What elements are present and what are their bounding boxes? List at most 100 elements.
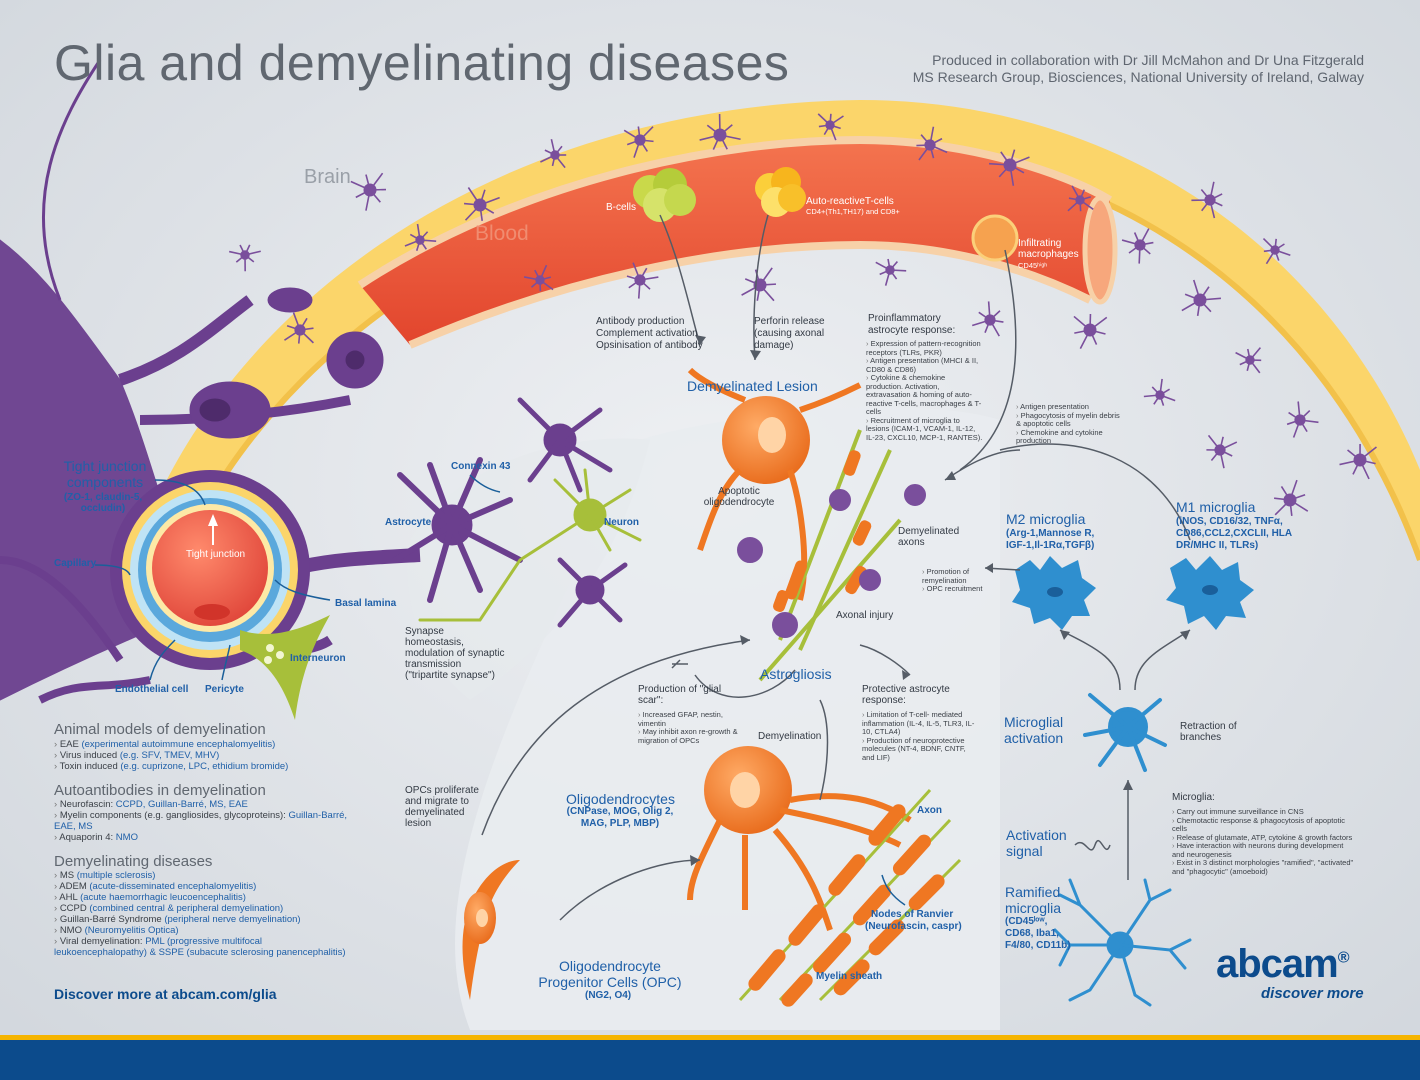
oligodendrocyte-illustration: [687, 746, 912, 931]
lesion-microglia: [737, 484, 926, 638]
interneuron-illustration: [240, 615, 330, 720]
astrocyte-process: [1352, 459, 1361, 475]
astrocyte-process: [1299, 409, 1311, 421]
astrocyte-illustration: [392, 397, 628, 628]
list-item: Have interaction with neurons during dev…: [1172, 841, 1357, 859]
astrocyte-process: [929, 137, 943, 146]
astrocyte-process: [1289, 499, 1309, 512]
list-item: Expression of pattern-recognition recept…: [866, 339, 984, 357]
astrocyte-process: [416, 223, 421, 241]
astrocyte-process: [1209, 193, 1223, 201]
diseases-title: Demyelinating diseases: [54, 853, 213, 870]
astrocyte-process: [1133, 232, 1141, 246]
page-title: Glia and demyelinating diseases: [54, 35, 790, 91]
astrocyte-process: [1089, 316, 1108, 331]
list-item: Carry out immune surveillance in CNS: [1172, 807, 1357, 817]
astrocyte-process: [292, 312, 301, 331]
t-cells-illustration: [755, 167, 806, 217]
astrocyte-process: [1219, 441, 1238, 451]
astrocyte-process: [1249, 347, 1262, 361]
demyelination-label: Demyelination: [758, 731, 822, 742]
astrocyte-process: [1139, 244, 1151, 255]
astrocyte-process: [1265, 249, 1276, 265]
item-name: EAE: [59, 739, 79, 750]
astrocyte-process: [540, 154, 556, 163]
astrocyte-process: [1299, 419, 1308, 433]
astrocyte-process: [1239, 359, 1251, 366]
astrocyte-process: [989, 319, 1000, 337]
brain-label: Brain: [304, 166, 351, 188]
astrocyte-process: [1159, 394, 1165, 406]
list-item: MS (multiple sclerosis): [54, 870, 354, 881]
item-detail: (peripheral nerve demyelination): [164, 914, 301, 925]
ramified-title: Ramified microglia: [1005, 884, 1062, 916]
astrocyte-process: [1074, 329, 1091, 334]
astrocyte-process: [1009, 149, 1016, 166]
item-detail: Guillan-Barré, EAE, MS: [54, 810, 348, 832]
astrocyte-process: [551, 154, 556, 167]
m2-functions-list: Promotion of remyelination OPC recruitme…: [922, 567, 1002, 594]
abcam-logo[interactable]: abcam®: [1216, 942, 1350, 987]
glial-scar-list: Increased GFAP, nestin, vimentin May inh…: [638, 710, 738, 745]
astrocyte-process: [1089, 329, 1098, 345]
list-item: Guillan-Barré Syndrome (peripheral nerve…: [54, 914, 354, 925]
astrocyte-process: [415, 239, 421, 251]
astrocyte-process: [1289, 499, 1293, 516]
brand-name: abcam: [1216, 942, 1339, 986]
astrocyte-process: [299, 329, 314, 344]
astrocyte-process: [639, 139, 654, 143]
astrocyte-process: [920, 134, 931, 146]
astrocyte-process: [1286, 419, 1301, 426]
astrocyte-process: [369, 172, 384, 191]
astrocyte-process: [823, 124, 831, 136]
astrocyte-process: [1079, 196, 1091, 201]
astrocyte-process: [1299, 419, 1319, 424]
astrocyte-process: [1079, 199, 1082, 212]
astrocyte-process: [628, 279, 641, 289]
astrocyte-process: [639, 126, 654, 141]
astrocyte-process: [741, 284, 761, 296]
autoantibodies-list: Neurofascin: CCPD, Guillan-Barré, MS, EA…: [54, 799, 349, 843]
item-name: ADEM: [59, 881, 87, 892]
item-detail: (e.g. cuprizone, LPC, ethidium bromide): [120, 761, 289, 772]
astrocyte-process: [829, 124, 837, 141]
astrocyte-process: [1000, 151, 1011, 166]
antibody-line: Complement activation: [596, 328, 698, 339]
m2-microglia-illustration: [1012, 556, 1096, 630]
apoptotic-oligodendrocyte: [687, 367, 862, 601]
astrocyte-process: [1339, 459, 1361, 466]
macrophage-illustration: [971, 214, 1019, 262]
item-name: Aquaporin 4:: [59, 832, 114, 843]
astrocyte-process: [369, 189, 381, 203]
astrocyte-process: [464, 204, 481, 221]
astrocyte-process: [419, 231, 429, 241]
capillary-label: Capillary: [54, 558, 97, 569]
astrocyte-process: [539, 276, 552, 281]
astrocyte-process: [744, 278, 761, 286]
m1-title: M1 microglia: [1176, 499, 1256, 515]
astrocyte-process: [1235, 351, 1251, 361]
astrocyte-process: [1297, 401, 1301, 421]
astrocyte-process: [887, 258, 891, 271]
astrocyte-sprinkle: [228, 113, 1377, 516]
discover-link[interactable]: Discover more at abcam.com/glia: [54, 986, 277, 1002]
astrocyte-process: [479, 204, 495, 214]
demyelinated-axons-label: Demyelinated axons: [898, 526, 960, 548]
astrocyte-process: [884, 269, 891, 286]
astrogliosis-label: Astrogliosis: [760, 666, 832, 682]
astrocyte-process: [829, 115, 844, 126]
microglial-activation-label: Microglial activation: [1004, 714, 1064, 746]
astrocyte-process: [998, 164, 1011, 178]
list-item: Myelin components (e.g. gangliosides, gl…: [54, 810, 349, 832]
list-item: Chemokine and cytokine production: [1016, 428, 1126, 446]
astrocyte-process: [637, 126, 641, 141]
astrocyte-process: [712, 134, 721, 150]
astrocyte-process: [632, 262, 641, 281]
list-item: Recruitment of microglia to lesions (ICA…: [866, 416, 984, 443]
pericyte-label: Pericyte: [205, 684, 244, 695]
astrocyte-process: [929, 126, 935, 146]
astrocyte-process: [467, 187, 481, 206]
item-name: Myelin components (e.g. gangliosides, gl…: [59, 810, 286, 821]
astrocyte-process: [759, 284, 775, 302]
tight-junction-title: Tight junction components: [63, 458, 147, 490]
